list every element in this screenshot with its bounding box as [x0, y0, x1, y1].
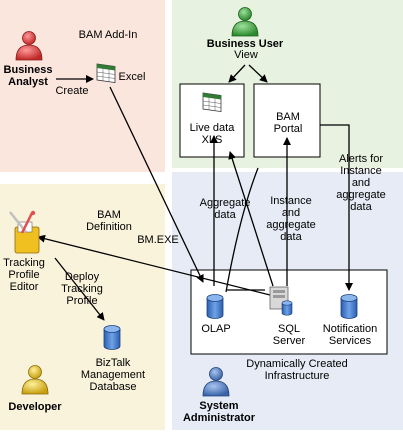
tracking-profile-editor-icon [9, 210, 40, 254]
system-administrator-icon [202, 367, 230, 397]
view-arrow-live [228, 64, 246, 83]
olap-database-icon [206, 294, 224, 319]
sql-server-icon [269, 286, 293, 316]
developer-label: Developer [8, 401, 62, 413]
business-user-icon [231, 7, 259, 37]
connectors [37, 64, 353, 321]
bmexe-label: BM.EXE [137, 234, 179, 246]
bam-addin-label: BAM Add-In [79, 29, 138, 41]
excel-label: Excel [119, 71, 146, 83]
developer-icon [21, 365, 49, 395]
olap-label: OLAP [201, 323, 230, 335]
bmexe-arrow [109, 86, 204, 283]
editor-to-db-arrow [54, 257, 105, 321]
view-arrow-portal [248, 64, 268, 83]
create-label: Create [55, 85, 88, 97]
biztalk-database-icon [103, 325, 121, 350]
olap-to-sql-aggregate-line [225, 167, 259, 293]
business-analyst-icon [15, 31, 43, 61]
business-user-label: Business User [207, 38, 284, 50]
live-data-spreadsheet-icon [202, 92, 222, 112]
deploy-arrow [37, 234, 275, 297]
excel-spreadsheet-icon [96, 63, 116, 83]
portal-to-notification-arrow [320, 124, 353, 291]
sql-to-live-arrow [228, 151, 274, 287]
view-label: View [234, 49, 258, 61]
notification-database-icon [340, 294, 358, 319]
